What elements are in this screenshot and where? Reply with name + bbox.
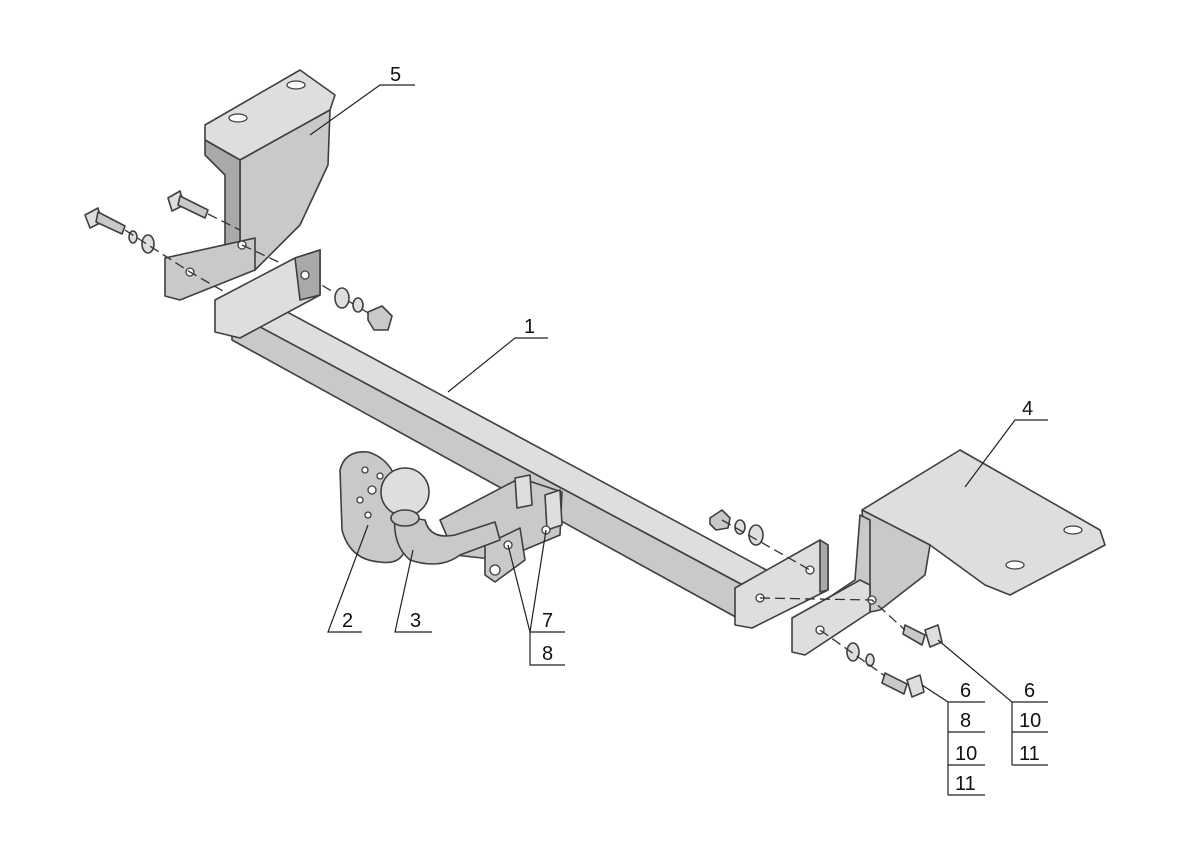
fastener-right-row-3: 11 — [1019, 743, 1040, 765]
washers-crossbar-right — [709, 509, 764, 546]
fastener-table-right: 6 10 11 — [1019, 680, 1041, 765]
fastener-left-row-4: 11 — [955, 773, 976, 795]
washers-right — [846, 642, 875, 667]
assembly-axis-right-upper — [759, 597, 906, 631]
tow-ball — [380, 467, 501, 565]
bolt-left-upper — [167, 190, 209, 219]
assembly-axis-left-upper — [207, 213, 241, 231]
callout-1: 1 — [524, 316, 535, 338]
assembly-axis-right-lower — [819, 629, 886, 677]
fastener-right-row-2: 10 — [1019, 710, 1041, 732]
mounting-bracket-right — [791, 449, 1106, 656]
callout-3: 3 — [410, 610, 421, 632]
mounting-bracket-left — [164, 69, 336, 301]
callout-5: 5 — [390, 64, 401, 86]
fastener-left-row-2: 8 — [960, 710, 971, 732]
fastener-right-row-1: 6 — [1024, 680, 1035, 702]
fastener-left-row-3: 10 — [955, 743, 977, 765]
bolt-right-lower — [881, 672, 925, 698]
washers-crossbar-left — [334, 287, 393, 331]
fastener-table-left: 6 8 10 11 — [955, 680, 977, 795]
hitch-arm — [439, 474, 563, 583]
callout-4: 4 — [1022, 398, 1033, 420]
bolt-right-upper — [902, 624, 943, 648]
callout-8: 8 — [542, 643, 553, 665]
bolt-left-lower — [84, 207, 126, 235]
assembly-axis-left-lower — [124, 229, 236, 299]
callout-2: 2 — [342, 610, 353, 632]
crossbar — [214, 249, 829, 629]
fastener-left-row-1: 6 — [960, 680, 971, 702]
callout-7: 7 — [542, 610, 553, 632]
leader-lines — [309, 84, 1048, 796]
assembly-axis-crossbar-right — [721, 519, 811, 571]
